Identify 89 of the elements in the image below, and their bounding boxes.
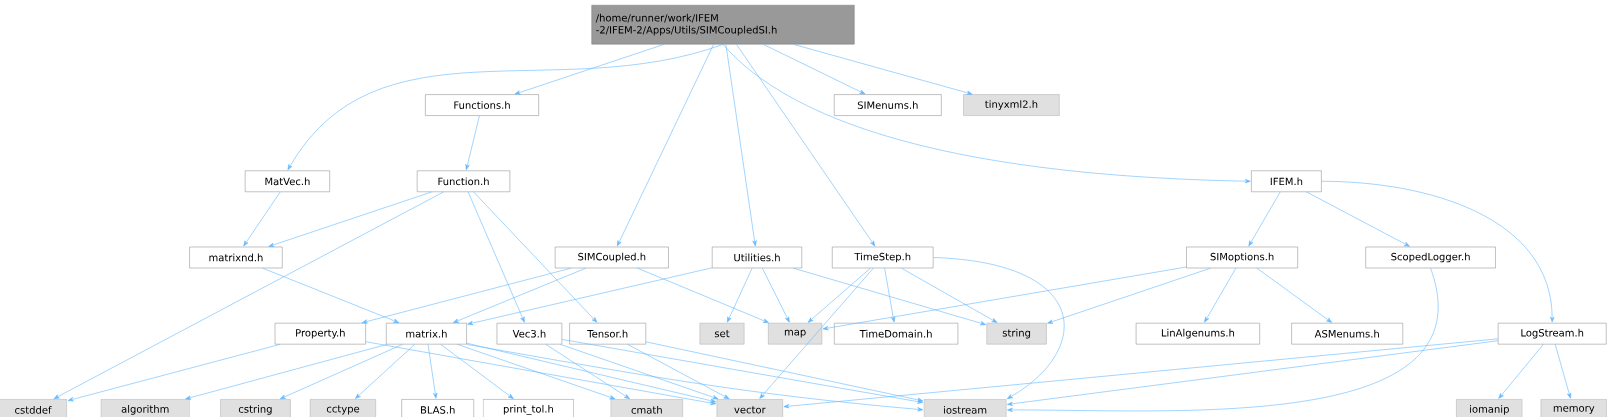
arrow [1554,344,1572,399]
arrow [627,344,730,400]
arrow [560,344,719,400]
arrow [901,267,998,323]
file-box: vector [716,399,783,417]
file-box: TimeDomain.h [834,323,959,345]
file-box: cctype [309,399,377,417]
file-box: iomanip [1456,399,1523,417]
arrow [473,191,598,323]
file-box: SIMoptions.h [1186,246,1298,269]
file-box: ScopedLogger.h [1365,246,1496,269]
arrow [1306,191,1410,247]
arrow [725,44,757,247]
file-box: print_tol.h [482,399,574,417]
file-box: Functions.h [425,94,539,116]
arrow [1321,181,1555,323]
arrow [466,342,717,403]
file-box: set [699,323,745,345]
arrow [365,341,717,406]
file-box: LinAlgenums.h [1135,323,1260,345]
arrow [452,267,587,323]
arrow [884,267,896,323]
file-box: memory [1540,399,1607,417]
file-box: BLAS.h [401,399,474,417]
arrow [279,344,403,400]
arrow [645,341,924,402]
arrow [67,344,281,402]
file-box: cmath [610,399,684,417]
arrow [783,338,1499,409]
source-file-box: /home/runner/work/IFEM -2/IFEM-2/Apps/Utils/SIMCoupledSI.h [591,5,855,45]
arrow [185,344,388,400]
arrow [465,115,480,170]
arrow [287,44,724,171]
file-box: Tensor.h [569,323,646,345]
arrow [427,344,438,399]
file-box: Property.h [274,323,366,345]
file-box: map [768,323,823,345]
file-box: iostream [923,399,1007,417]
file-box: cstring [220,399,291,417]
arrow [763,44,866,95]
arrow [466,344,924,412]
arrow [243,191,281,247]
arrow [793,44,973,95]
arrow [762,267,790,323]
arrow [1498,344,1544,399]
file-box: SIMenums.h [834,94,942,116]
arrow [1256,267,1332,323]
arrow [355,344,415,399]
arrow [53,191,444,400]
file-box: matrixnd.h [189,246,283,269]
file-box: cstddef [0,399,68,417]
arrow [617,44,714,247]
file-box: tinyxml2.h [963,94,1060,116]
arrow [268,191,432,247]
file-box: TimeStep.h [832,246,934,269]
arrow [361,267,572,324]
arrow [793,267,986,326]
arrow [440,344,514,399]
arrow [561,339,924,404]
file-box: SIMCoupled.h [554,246,669,269]
arrow [727,267,753,323]
file-box: Vec3.h [496,323,563,345]
arrow [822,266,1187,331]
file-box: Function.h [416,170,511,192]
file-box: string [986,323,1047,345]
arrow [637,267,769,323]
arrow [736,44,876,247]
arrow [1007,340,1499,406]
arrow [1204,267,1237,323]
arrow [933,257,1065,400]
arrow [1248,191,1281,247]
arrow [262,267,400,323]
file-box: LogStream.h [1497,323,1607,345]
arrow [467,191,525,323]
file-box: IFEM.h [1251,170,1322,192]
arrow [467,267,713,326]
file-box: matrix.h [386,323,467,345]
arrow [722,44,1251,184]
file-box: MatVec.h [244,170,330,192]
file-box: algorithm [100,399,190,417]
file-box: Utilities.h [712,246,802,269]
arrow [457,344,616,400]
arrow [514,44,665,95]
arrow [1007,267,1439,413]
arrow [1047,267,1211,324]
arrow [545,344,630,399]
arrow [759,267,874,399]
file-box: ASMenums.h [1291,323,1403,345]
arrow [807,267,871,323]
